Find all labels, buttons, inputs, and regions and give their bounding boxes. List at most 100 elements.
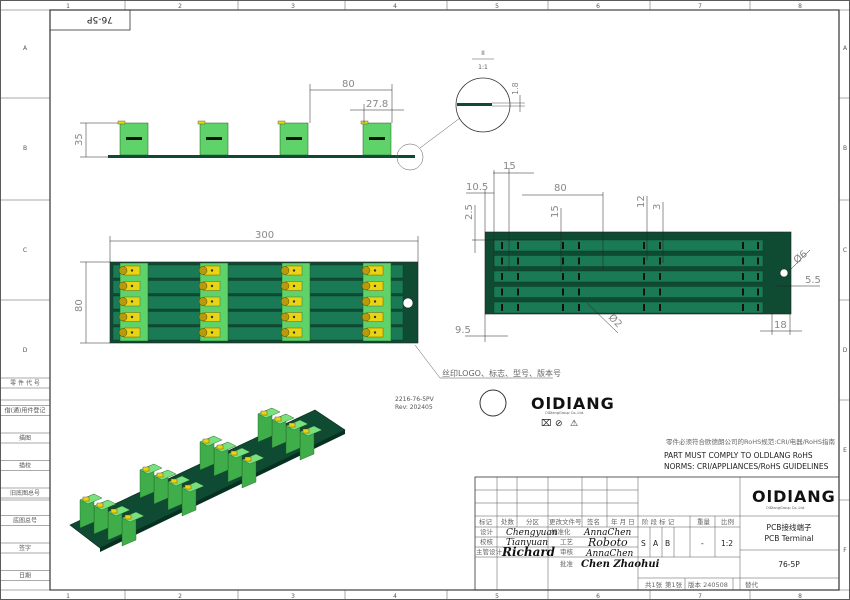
dim-15-top: 15: [503, 161, 516, 172]
role-design: 设计: [480, 527, 494, 536]
record-label: 底图总号: [13, 517, 37, 525]
screw-hole: [292, 331, 296, 334]
screw-head: [198, 328, 208, 337]
terminal-block-top: [271, 413, 295, 425]
zone-column-label: 2: [178, 593, 182, 600]
solder-pad: [757, 257, 759, 265]
screw-head: [302, 428, 310, 434]
zone-column-label: 7: [698, 3, 702, 10]
solder-pad: [562, 304, 564, 311]
weee-bin-icon: ⌧: [541, 419, 551, 429]
title-block-header: 处数: [501, 517, 515, 526]
solder-pad: [742, 288, 744, 296]
zone-row-label: C: [843, 247, 847, 254]
terminal-block-top: [257, 407, 281, 419]
record-label: 签字: [19, 544, 31, 552]
screw-head: [280, 328, 290, 337]
dim-height-35: 35: [74, 133, 85, 146]
solder-pad: [757, 242, 759, 249]
terminal-block-top: [153, 469, 177, 481]
copper-strip: [493, 286, 764, 298]
screw-hole: [373, 284, 377, 288]
screw-hole: [373, 331, 377, 334]
solder-pad: [517, 304, 519, 311]
solder-pad: [757, 273, 759, 280]
record-label: 旧底图总号: [10, 489, 40, 497]
title-block-header: 年 月 日: [611, 517, 635, 526]
copper-strip: [112, 295, 404, 310]
screw-head: [96, 502, 104, 508]
terminal-block-top: [241, 453, 265, 465]
screw-hole: [292, 269, 296, 272]
copper-strip: [493, 270, 764, 283]
zone-column-label: 5: [495, 3, 499, 10]
copper-strip: [493, 301, 764, 314]
detail-label: II: [481, 50, 485, 57]
copper-strip: [112, 264, 404, 279]
solder-pad: [659, 273, 661, 280]
dim-pitch-80: 80: [342, 79, 355, 90]
solder-pad: [742, 273, 744, 280]
side-view: 35 80 27.8: [74, 79, 461, 171]
zone-column-label: 8: [798, 593, 802, 600]
solder-pad: [643, 273, 645, 280]
screw-head: [280, 312, 290, 322]
dim-5-5: 5.5: [805, 275, 821, 286]
solder-pad: [501, 288, 503, 296]
role-lead: 主管设计: [476, 547, 503, 556]
screw-hole: [130, 300, 134, 303]
dim-thickness-1-8: 1.8: [511, 82, 520, 95]
screw-head: [361, 297, 371, 306]
solder-pad: [659, 257, 661, 265]
dim-hole-6: Ø6: [791, 248, 810, 266]
isometric-view: [69, 407, 346, 552]
terminal-block-top: [93, 499, 117, 511]
logo-subtitle: OlDlangGroup Co.,Ltd.: [545, 411, 584, 415]
screw-head: [361, 266, 371, 275]
screw-hole: [373, 300, 377, 303]
screw-head: [142, 466, 150, 472]
record-label: 描校: [19, 462, 31, 470]
signature-design: Chengyuan: [506, 528, 558, 538]
record-label: 描图: [19, 434, 31, 442]
copper-strip: [493, 255, 764, 267]
screw-hole: [130, 269, 134, 272]
sheet-number: 第1张: [665, 580, 683, 589]
signature-review: AnnaChen: [585, 549, 633, 559]
screw-head: [110, 508, 118, 514]
dim-height-80: 80: [74, 299, 85, 312]
terminal-block-top: [79, 493, 103, 505]
zone-column-label: 6: [596, 3, 600, 10]
zone-column-label: 2: [178, 3, 182, 10]
compliance-note-en-1: PART MUST COMPLY TO OLDLANG RoHS: [664, 451, 813, 460]
front-view: 300 80 丝印LOGO、标志、型号、版本号: [74, 230, 561, 379]
part-name-zh: PCB接线端子: [767, 522, 812, 532]
role-check: 校核: [480, 537, 494, 546]
title-block-header: 分区: [526, 517, 540, 526]
solder-pad: [578, 288, 580, 296]
stage-b: B: [665, 539, 670, 548]
role-standard: 标准化: [551, 527, 571, 536]
part-number: 76-5P: [778, 560, 800, 569]
copper-strip: [112, 326, 404, 341]
block-marking: [206, 137, 222, 140]
replace-label: 替代: [745, 580, 759, 589]
screw-head: [118, 266, 128, 275]
detail-view: II 1:1 1.8: [455, 50, 525, 133]
dim-width-27-8: 27.8: [366, 99, 388, 110]
screw-head: [197, 120, 206, 125]
screw-hole: [210, 331, 214, 334]
solder-pad: [643, 288, 645, 296]
solder-pad: [643, 257, 645, 265]
zone-row-label: E: [843, 447, 847, 454]
zone-column-label: 4: [393, 593, 397, 600]
signature-process: Roboto: [587, 536, 628, 549]
terminal-block-top: [121, 511, 145, 523]
dim-80: 80: [554, 183, 567, 194]
block-marking: [286, 137, 302, 140]
solder-pad: [742, 257, 744, 265]
stage-s: S: [641, 539, 646, 548]
no-touch-icon: ⊘: [555, 419, 563, 429]
role-process: 工艺: [560, 538, 574, 546]
solder-pad: [517, 288, 519, 296]
